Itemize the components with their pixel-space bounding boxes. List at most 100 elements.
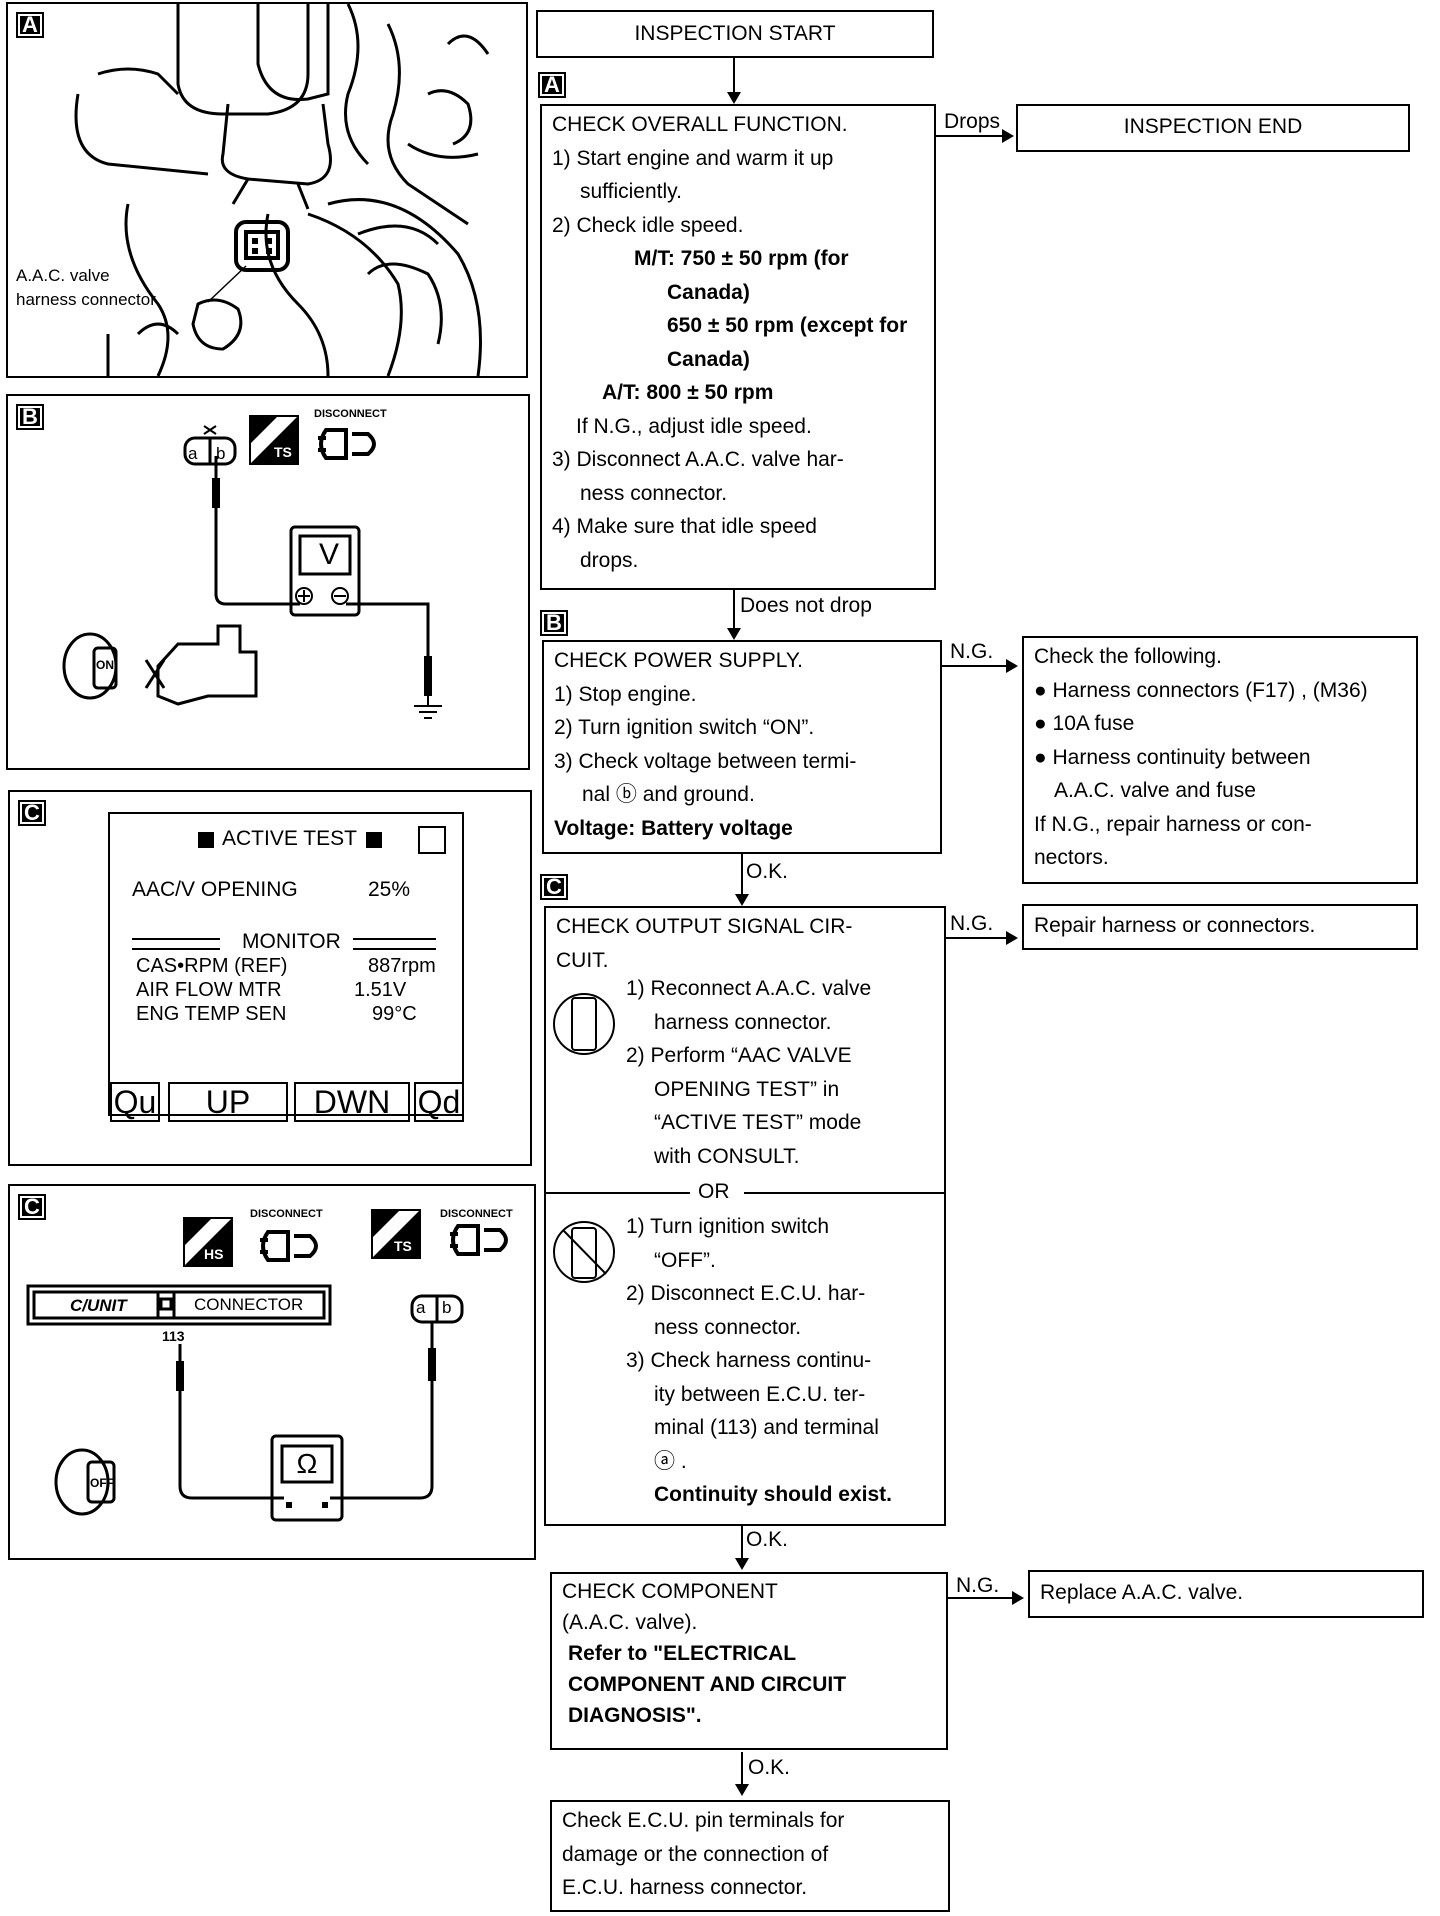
- following-line: ● 10A fuse: [1034, 712, 1135, 735]
- aac-opening-value: 25%: [368, 878, 411, 901]
- step-line: 2) Disconnect E.C.U. har-: [626, 1282, 866, 1305]
- component-line: COMPONENT AND CIRCUIT: [568, 1673, 847, 1696]
- repair-harness-box: Repair harness or connectors.: [1022, 904, 1418, 950]
- monitor-label: MONITOR: [242, 930, 341, 953]
- panel-a-engine-photo: A A.A.C. valve harness connector: [6, 2, 528, 378]
- disconnect-label-1: DISCONNECT: [250, 1208, 323, 1220]
- ng-label-3: N.G.: [956, 1574, 1000, 1597]
- step-line: minal (113) and terminal: [654, 1416, 879, 1439]
- step-line: “ACTIVE TEST” mode: [654, 1111, 862, 1134]
- check-following-box: Check the following. ● Harness connector…: [1022, 636, 1418, 884]
- step-line: 1) Stop engine.: [554, 682, 697, 706]
- screen-corner-button[interactable]: [418, 826, 446, 854]
- inspection-start-box: INSPECTION START: [536, 10, 934, 58]
- step-line: 3) Disconnect A.A.C. valve har-: [552, 448, 844, 471]
- step-line: sufficiently.: [580, 180, 682, 203]
- aac-opening-label: AAC/V OPENING: [132, 878, 298, 901]
- softkey-up[interactable]: UP: [168, 1082, 288, 1122]
- softkey-qd[interactable]: Qd: [414, 1082, 464, 1122]
- step-line: 4) Make sure that idle speed: [552, 515, 817, 538]
- monitor-row-value: 99°C: [372, 1003, 417, 1025]
- final-line: Check E.C.U. pin terminals for: [562, 1809, 845, 1832]
- ok-label-1: O.K.: [746, 860, 789, 883]
- monitor-row-value: 887rpm: [368, 955, 436, 977]
- following-line: If N.G., repair harness or con-: [1034, 812, 1312, 836]
- following-line: nectors.: [1034, 846, 1109, 869]
- check-power-supply-box: CHECK POWER SUPPLY. 1) Stop engine. 2) T…: [542, 640, 942, 854]
- monitor-row-name: ENG TEMP SEN: [136, 1003, 287, 1025]
- engine-illustration: [74, 4, 490, 376]
- title-marker-left: [198, 832, 214, 848]
- step-line: 2) Turn ignition switch “ON”.: [554, 716, 815, 739]
- panel-c2-tag: C: [18, 1194, 46, 1220]
- connector-terminal-a-2: a: [416, 1298, 426, 1317]
- spec-line: Canada): [667, 347, 750, 371]
- ng-label-1: N.G.: [950, 640, 994, 663]
- inspection-end-label: INSPECTION END: [1123, 115, 1303, 138]
- step-line: ness connector.: [580, 481, 728, 505]
- drops-label: Drops: [944, 110, 1001, 133]
- step-line: harness connector.: [654, 1010, 832, 1034]
- panel-b-voltage-test: B a b TS DISCONNECT V ON: [6, 394, 530, 770]
- manual-steps: 1) Turn ignition switch “OFF”. 2) Discon…: [626, 1210, 938, 1512]
- softkey-qu[interactable]: Qu: [110, 1082, 160, 1122]
- panel-c-continuity-test: C HS TS DISCONNECT DISCONNECT C/UNIT CON…: [8, 1184, 536, 1560]
- softkey-down[interactable]: DWN: [294, 1082, 410, 1122]
- step-line: “OFF”.: [654, 1248, 716, 1272]
- ts-icon-label: TS: [274, 444, 292, 460]
- ohmmeter-label: Ω: [296, 1448, 318, 1479]
- continuity-spec: Continuity should exist.: [654, 1483, 893, 1506]
- ng-label-2: N.G.: [950, 912, 994, 935]
- replace-valve-label: Replace A.A.C. valve.: [1040, 1581, 1244, 1604]
- disconnect-label-2: DISCONNECT: [440, 1208, 513, 1220]
- spec-line: 650 ± 50 rpm (except for: [667, 314, 908, 337]
- connector-terminal-b-2: b: [442, 1298, 452, 1317]
- or-separator: OR: [698, 1180, 730, 1203]
- monitor-row-name: AIR FLOW MTR: [136, 979, 282, 1001]
- step-line: drops.: [580, 548, 639, 572]
- voltage-test-wiring: [62, 415, 442, 719]
- spec-line: M/T: 750 ± 50 rpm (for: [634, 247, 849, 270]
- component-line: CHECK COMPONENT: [562, 1580, 778, 1603]
- repair-harness-label: Repair harness or connectors.: [1034, 914, 1316, 937]
- step-line: 1) Start engine and warm it up: [552, 146, 834, 170]
- component-line: DIAGNOSIS".: [568, 1704, 702, 1727]
- voltmeter-label: V: [318, 538, 339, 571]
- monitor-divider-lines: [132, 938, 436, 950]
- panel-a-tag: A: [16, 12, 44, 38]
- voltage-spec: Voltage: Battery voltage: [554, 816, 793, 840]
- monitor-row-name: CAS•RPM (REF): [136, 955, 288, 977]
- active-test-title: ACTIVE TEST: [222, 827, 357, 850]
- ts-icon-label-2: TS: [394, 1238, 412, 1254]
- check-overall-function-box: CHECK OVERALL FUNCTION. 1) Start engine …: [540, 104, 936, 590]
- final-line: damage or the connection of: [562, 1842, 829, 1866]
- final-line: E.C.U. harness connector.: [562, 1876, 808, 1899]
- flow-tag-b: B: [540, 610, 568, 636]
- flow-tag-c: C: [540, 874, 568, 900]
- replace-valve-box: Replace A.A.C. valve.: [1028, 1570, 1424, 1618]
- check-output-title-l2: CUIT.: [556, 948, 609, 972]
- spec-line: Canada): [667, 280, 750, 304]
- step-line: ity between E.C.U. ter-: [654, 1382, 866, 1406]
- step-line: ⓐ .: [654, 1449, 687, 1473]
- cunit-label: C/UNIT: [70, 1296, 127, 1315]
- panel-b-tag: B: [16, 404, 44, 430]
- flow-tag-a: A: [538, 72, 566, 98]
- step-line: 3) Check voltage between termi-: [554, 749, 857, 773]
- following-line: ● Harness continuity between: [1034, 745, 1311, 769]
- does-not-drop-label: Does not drop: [740, 594, 872, 617]
- aac-valve-label-line2: harness connector: [16, 290, 156, 309]
- inspection-end-box: INSPECTION END: [1016, 104, 1410, 152]
- step-line: 2) Perform “AAC VALVE: [626, 1044, 852, 1067]
- step-line: with CONSULT.: [654, 1144, 800, 1168]
- step-line: nal ⓑ and ground.: [582, 783, 755, 806]
- following-line: ● Harness connectors (F17) , (M36): [1034, 678, 1368, 702]
- check-power-title: CHECK POWER SUPPLY.: [554, 649, 803, 672]
- component-line: Refer to "ELECTRICAL: [568, 1642, 797, 1665]
- panel-c1-tag: C: [18, 800, 46, 826]
- step-line: 3) Check harness continu-: [626, 1349, 872, 1372]
- spec-line: A/T: 800 ± 50 rpm: [602, 381, 774, 404]
- ignition-key-off-label: OFF: [90, 1476, 114, 1490]
- check-ecu-pins-box: Check E.C.U. pin terminals for damage or…: [550, 1800, 950, 1912]
